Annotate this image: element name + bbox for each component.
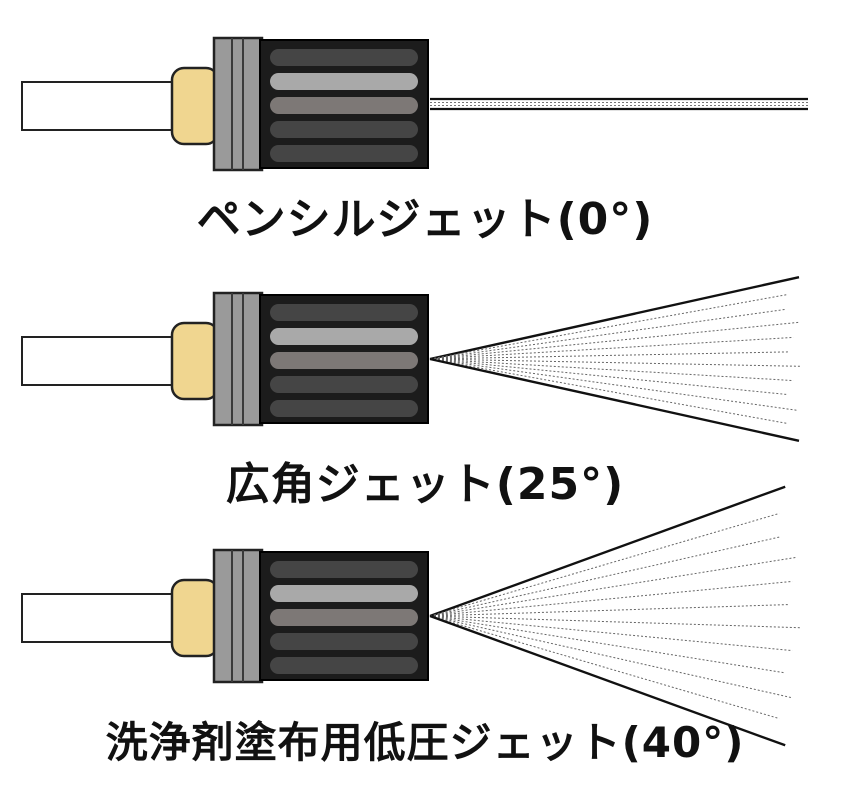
pencil-jet-label: ペンシルジェット(0°) (196, 194, 654, 245)
hose (21, 336, 188, 386)
coupling-nut (170, 578, 220, 658)
spray-stream (429, 485, 786, 618)
collar (212, 36, 264, 172)
low-pressure-detergent-jet-nozzle (21, 485, 800, 747)
nozzle-rib (270, 376, 418, 393)
nozzle-rib (270, 97, 418, 114)
spray-stream (429, 321, 799, 360)
spray-stream (429, 614, 786, 747)
nozzle-rib (270, 400, 418, 417)
low-pressure-jet-label: 洗浄剤塗布用低圧ジェット(40°) (105, 718, 745, 767)
wide-angle-jet-label: 広角ジェット(25°) (225, 459, 625, 510)
spray-stream (429, 358, 787, 395)
spray-stream (429, 536, 780, 617)
nozzle-rib (270, 585, 418, 602)
spray-stream (429, 557, 796, 617)
spray-stream (429, 309, 785, 360)
spray-stream (429, 357, 800, 442)
collar (212, 291, 264, 427)
spray-stream (429, 276, 800, 361)
pencil-jet-nozzle (21, 36, 808, 172)
spray-stream (429, 604, 788, 617)
nozzle-rib (270, 561, 418, 578)
nozzle-rib (270, 304, 418, 321)
spray-stream (429, 580, 793, 617)
spray-stream (429, 615, 780, 720)
coupling-nut (170, 321, 220, 401)
spray-stream (429, 615, 793, 652)
wide-angle-jet-nozzle (21, 276, 800, 442)
collar (212, 548, 264, 684)
spray-stream (429, 615, 800, 629)
nozzle-rib (270, 609, 418, 626)
nozzle-rib (270, 657, 418, 674)
spray-stream (429, 615, 792, 698)
nozzle-rib (270, 145, 418, 162)
nozzle-rib (270, 49, 418, 66)
spray-stream (429, 358, 789, 425)
spray-stream (429, 293, 789, 360)
spray-stream (429, 358, 797, 411)
spray-stream (429, 358, 800, 367)
hose (21, 593, 188, 643)
coupling-nut (170, 66, 220, 146)
nozzle-rib (270, 73, 418, 90)
spray-stream (429, 512, 780, 617)
hose (21, 81, 188, 131)
nozzle-rib (270, 352, 418, 369)
spray-stream (429, 358, 794, 382)
spray-stream (429, 336, 794, 360)
nozzle-rib (270, 328, 418, 345)
nozzle-rib (270, 633, 418, 650)
nozzle-rib (270, 121, 418, 138)
